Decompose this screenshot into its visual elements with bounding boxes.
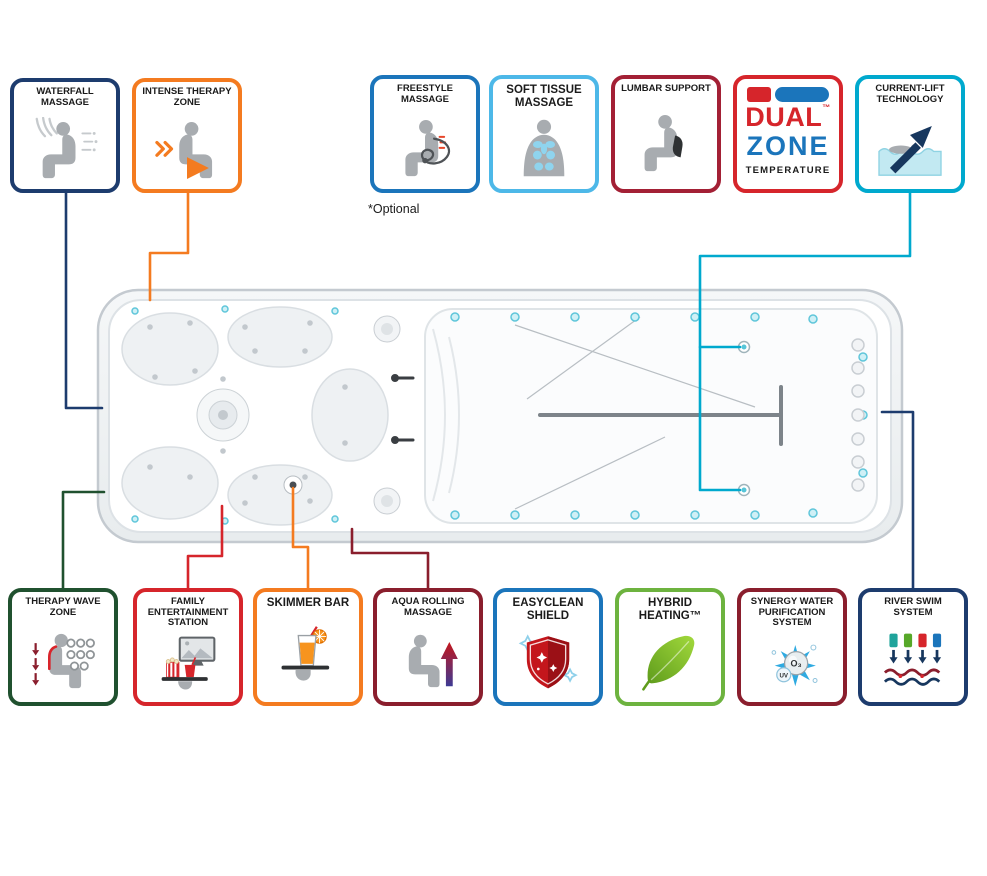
dual-zone-red-rect	[747, 87, 771, 102]
badge-family-entertainment-station: FAMILY ENTERTAINMENT STATION	[133, 588, 243, 706]
badge-label: INTENSE THERAPY ZONE	[142, 86, 232, 108]
river-swim-icon-wrap	[865, 618, 961, 700]
lumbar-support-icon-wrap	[618, 95, 714, 187]
skimmer-bar-icon-wrap	[260, 610, 356, 700]
synergy-icon-wrap: O₃ UV	[744, 629, 840, 700]
optional-note: *Optional	[368, 202, 420, 216]
soft-tissue-massage-icon	[523, 120, 565, 177]
skimmer-bar-icon	[281, 626, 330, 681]
badge-easyclean-shield: EASYCLEAN SHIELD	[493, 588, 603, 706]
family-entertainment-icon	[161, 637, 216, 690]
freestyle-massage-icon	[405, 120, 451, 177]
badge-label: RIVER SWIM SYSTEM	[884, 596, 942, 618]
badge-aqua-rolling-massage: AQUA ROLLING MASSAGE	[373, 588, 483, 706]
badge-river-swim-system: RIVER SWIM SYSTEM	[858, 588, 968, 706]
badge-label: WATERFALL MASSAGE	[36, 86, 94, 108]
therapy-wave-icon	[32, 633, 95, 689]
grab-bars	[391, 374, 415, 444]
swim-steps	[432, 328, 460, 502]
family-entertainment-icon-wrap	[140, 629, 236, 700]
center-filter	[196, 388, 250, 442]
badge-label: EASYCLEAN SHIELD	[512, 597, 584, 622]
badge-dual-zone-temperature: DUAL™ ZONE TEMPERATURE	[733, 75, 843, 193]
dual-zone-word-temperature: TEMPERATURE	[745, 165, 831, 176]
connector-intense	[148, 191, 190, 302]
badge-soft-tissue-massage: SOFT TISSUE MASSAGE	[489, 75, 599, 193]
badge-label: FREESTYLE MASSAGE	[397, 83, 453, 105]
badge-current-lift-technology: CURRENT-LIFT TECHNOLOGY	[855, 75, 965, 193]
dual-zone-blue-rect	[775, 87, 829, 102]
badge-intense-therapy-zone: INTENSE THERAPY ZONE	[132, 78, 242, 193]
freestyle-massage-icon-wrap	[377, 105, 473, 187]
badge-label: CURRENT-LIFT TECHNOLOGY	[875, 83, 945, 105]
hybrid-heating-icon-wrap	[622, 623, 718, 700]
badge-label: SOFT TISSUE MASSAGE	[506, 84, 582, 109]
dual-zone-word-dual: DUAL™	[745, 102, 831, 132]
badge-skimmer-bar: SKIMMER BAR	[253, 588, 363, 706]
badge-waterfall-massage: WATERFALL MASSAGE	[10, 78, 120, 193]
dual-zone-logo: DUAL™ ZONE TEMPERATURE	[745, 84, 831, 176]
badge-therapy-wave-zone: THERAPY WAVE ZONE	[8, 588, 118, 706]
uv-label: UV	[779, 673, 788, 680]
intense-therapy-icon-wrap	[139, 108, 235, 187]
dual-zone-rects	[747, 87, 829, 102]
dual-zone-word-zone: ZONE	[746, 131, 830, 161]
therapy-wave-icon-wrap	[15, 618, 111, 700]
o3-label: O₃	[791, 659, 802, 669]
lumbar-support-icon	[644, 114, 683, 171]
badge-label: THERAPY WAVE ZONE	[25, 596, 101, 618]
current-lift-icon-wrap	[862, 105, 958, 187]
badge-hybrid-heating: HYBRID HEATING™	[615, 588, 725, 706]
badge-lumbar-support: LUMBAR SUPPORT	[611, 75, 721, 193]
easyclean-shield-icon-wrap	[500, 623, 596, 700]
waterfall-massage-icon	[35, 116, 98, 178]
badge-label: HYBRID HEATING™	[638, 597, 702, 622]
current-lift-icon	[878, 126, 942, 176]
badge-label: SKIMMER BAR	[266, 597, 350, 609]
badge-freestyle-massage: FREESTYLE MASSAGE	[370, 75, 480, 193]
swim-spa-top-view	[96, 288, 904, 544]
easyclean-shield-icon	[518, 634, 578, 689]
badge-label: SYNERGY WATER PURIFICATION SYSTEM	[750, 596, 834, 629]
badge-label: FAMILY ENTERTAINMENT STATION	[147, 596, 229, 629]
aqua-rolling-icon-wrap	[380, 618, 476, 700]
badge-label: LUMBAR SUPPORT	[621, 83, 711, 94]
soft-tissue-icon-wrap	[496, 110, 592, 187]
intense-therapy-icon	[155, 121, 213, 179]
hybrid-heating-leaf-icon	[642, 636, 695, 691]
synergy-purification-icon: O₃ UV	[771, 645, 818, 687]
tub-jets	[147, 320, 348, 506]
waterfall-massage-icon-wrap	[17, 108, 113, 187]
aqua-rolling-massage-icon	[408, 634, 458, 688]
river-swim-system-icon	[883, 633, 942, 686]
badge-synergy-water-purification: SYNERGY WATER PURIFICATION SYSTEM O₃ UV	[737, 588, 847, 706]
badge-label: AQUA ROLLING MASSAGE	[391, 596, 465, 618]
